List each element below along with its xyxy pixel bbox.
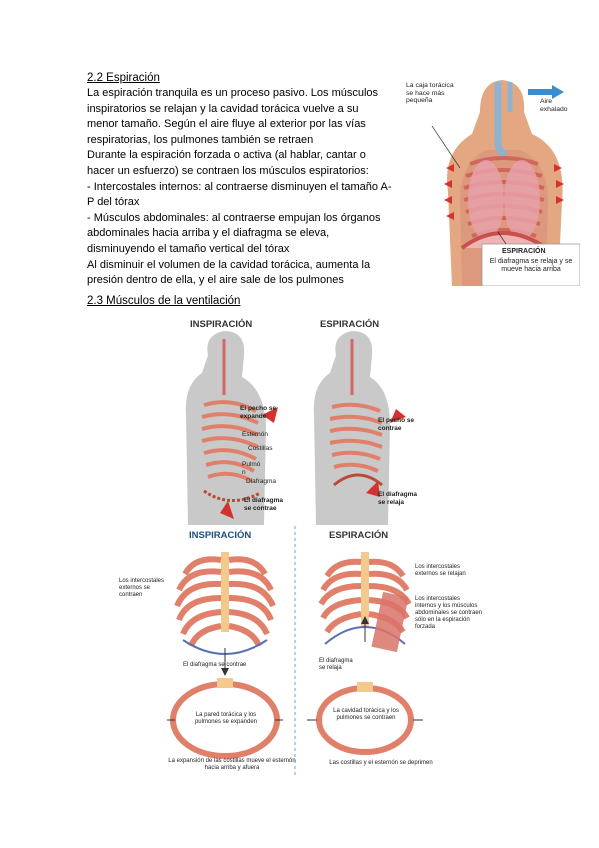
label-caja-toracica: La caja torácica se hace más pequeña — [406, 82, 454, 104]
label-intercostales-externos-contraen: Los intercostales externos se contraen — [119, 578, 165, 598]
middle-title-inspiracion: INSPIRACIÓN — [190, 319, 253, 330]
label-pared-toracica: La pared torácica y los pulmones se expa… — [194, 712, 258, 725]
box-title-espiracion: ESPIRACIÓN — [502, 248, 546, 255]
label-diafragma-se-contrae: El diafragma se contrae — [183, 662, 247, 668]
paragraph: Durante la espiración forzada o activa (… — [87, 149, 369, 177]
middle-title-espiracion: ESPIRACIÓN — [320, 319, 380, 330]
section-title-espiracion: 2.2 Espiración — [87, 72, 160, 84]
espiracion-text: La espiración tranquila es un proceso pa… — [87, 86, 392, 289]
label-intercostales-externos-relajan: Los intercostales externos se relajan — [415, 564, 466, 577]
caption-expansion-costillas: La expansión de las costillas mueve el e… — [168, 758, 296, 771]
ribcage-illustration — [167, 526, 423, 776]
label-diafragma-se-relaja: El diafragma se relaja — [319, 658, 353, 671]
label-esternon: Esternón — [242, 431, 269, 438]
label-diafragma: Diafragma — [246, 478, 276, 485]
box-text-diafragma: El diafragma se relaja y se mueve hacia … — [489, 258, 573, 273]
paragraph: Al disminuir el volumen de la cavidad to… — [87, 258, 374, 287]
torso-illustration — [431, 80, 580, 286]
ventilation-profiles-figure: INSPIRACIÓN ESPIRACIÓN El pecho se expan… — [168, 315, 418, 525]
label-aire-exhalado: Aire exhalado — [540, 98, 568, 113]
ribcage-comparison-figure: INSPIRACIÓN ESPIRACIÓN Los intercostales… — [115, 526, 485, 776]
section-title-musculos: 2.3 Músculos de la ventilación — [87, 295, 241, 307]
label-cavidad-toracica: La cavidad torácica y los pulmones se co… — [333, 708, 399, 721]
caption-costillas-deprimen: Las costillas y el esternón se deprimen — [329, 760, 433, 766]
bottom-title-inspiracion: INSPIRACIÓN — [189, 530, 252, 541]
label-pulmon: Pulmó n — [242, 461, 261, 476]
label-intercostales-internos: Los intercostales internos y los músculo… — [415, 596, 483, 630]
label-diafragma-relaja: El diafragma se relaja — [378, 491, 418, 506]
paragraph: - Intercostales internos: al contraerse … — [87, 180, 392, 209]
paragraph: La espiración tranquila es un proceso pa… — [87, 87, 382, 146]
torso-expiration-figure: La caja torácica se hace más pequeña Air… — [402, 72, 580, 286]
bottom-title-espiracion: ESPIRACIÓN — [329, 530, 389, 541]
paragraph: - Músculos abdominales: al contraerse em… — [87, 211, 384, 255]
label-pecho-expande: El pecho se expande — [240, 405, 277, 420]
label-diafragma-contrae: El diafragma se contrae — [244, 497, 284, 512]
profiles-illustration — [185, 331, 406, 525]
label-costillas: Costillas — [248, 445, 273, 452]
label-pecho-contrae: El pecho se contrae — [378, 417, 415, 432]
